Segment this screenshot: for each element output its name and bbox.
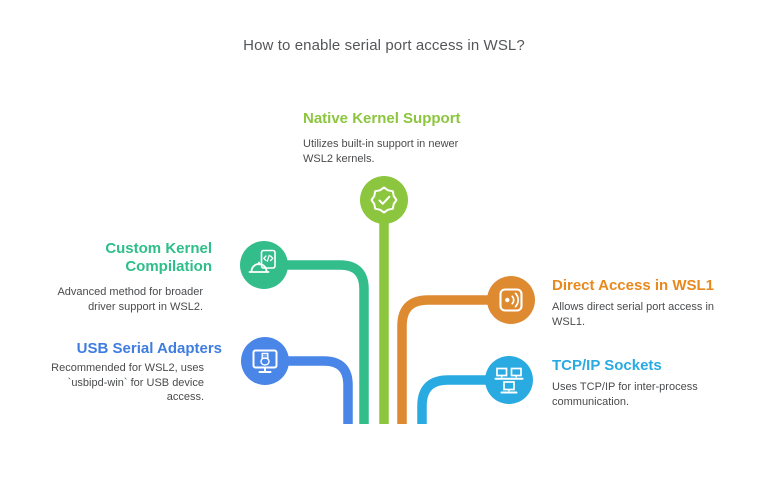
connector-usb [265, 356, 353, 424]
tcpip-sockets-description: Uses TCP/IP for inter-process communicat… [552, 381, 698, 408]
direct-access-description: Allows direct serial port access in WSL1… [552, 301, 715, 328]
custom-kernel-description: Advanced method for broader driver suppo… [57, 286, 203, 313]
connector-custom [264, 260, 369, 424]
direct-access-heading: Direct Access in WSL1 [552, 277, 715, 294]
connector-direct [397, 295, 511, 424]
diagram-title: How to enable serial port access in WSL? [243, 37, 525, 54]
badge-check-icon [360, 176, 408, 224]
usb-adapters-description: Recommended for WSL2, uses `usbipd-win` … [51, 362, 204, 404]
usb-monitor-icon [241, 337, 289, 385]
native-kernel-heading: Native Kernel Support [303, 110, 461, 127]
custom-kernel-heading: Custom Kernel Compilation [105, 240, 212, 276]
connector-tcp [417, 375, 509, 424]
network-computers-icon [485, 356, 533, 404]
tcpip-sockets-heading: TCP/IP Sockets [552, 357, 662, 374]
native-kernel-description: Utilizes built-in support in newer WSL2 … [303, 138, 459, 165]
usb-adapters-heading: USB Serial Adapters [76, 340, 222, 357]
hardhat-code-icon [240, 241, 288, 289]
signal-waves-icon [487, 276, 535, 324]
